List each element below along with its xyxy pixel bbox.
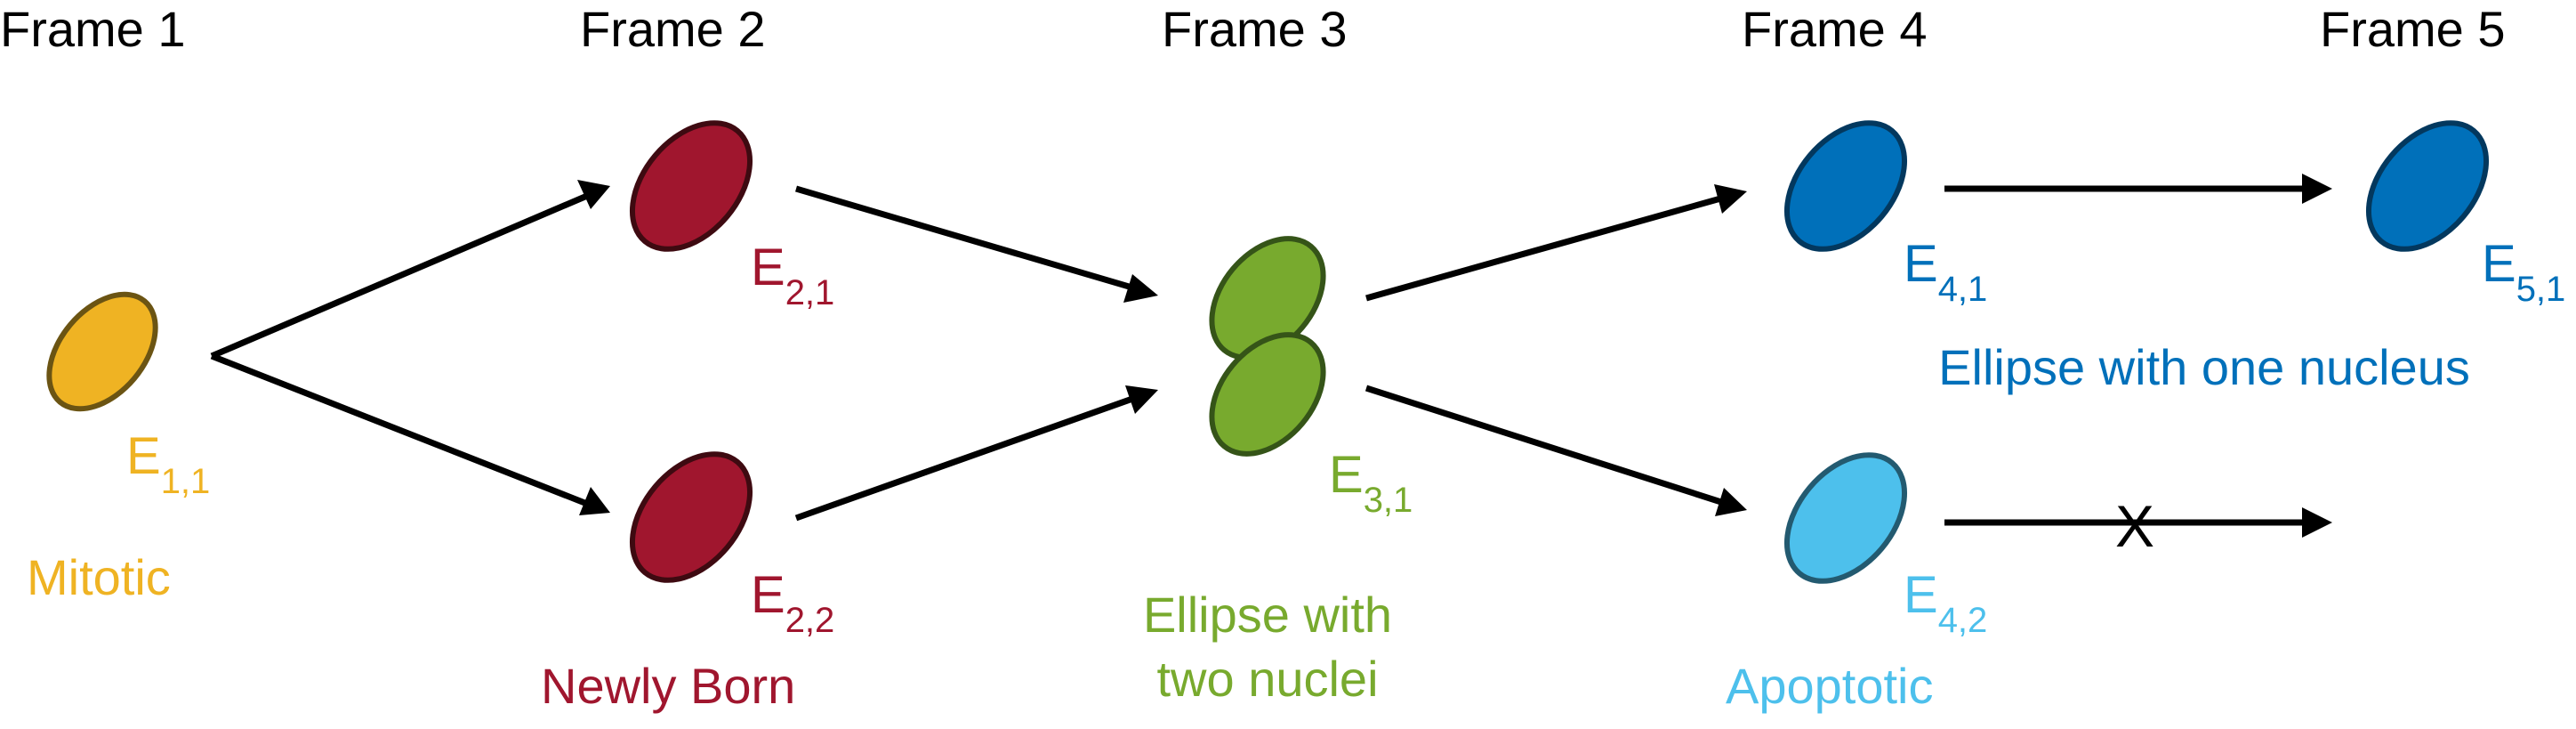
caption-one-nucleus: Ellipse with one nucleus xyxy=(1938,339,2470,395)
arrow-e11-e21 xyxy=(210,192,589,360)
arrows xyxy=(210,174,2332,538)
caption-mitotic: Mitotic xyxy=(27,549,171,605)
frame-label-4: Frame 4 xyxy=(1742,1,1928,57)
label-e21: E2,1 xyxy=(751,239,834,312)
arrow-e31-e41 xyxy=(1365,194,1725,302)
arrowhead-e42-terminated xyxy=(2302,507,2332,538)
arrowhead-e11-e22 xyxy=(579,487,610,515)
caption-two-nuclei-line1: Ellipse with xyxy=(1143,587,1392,643)
arrow-e21-e31 xyxy=(795,185,1136,292)
caption-newly-born: Newly Born xyxy=(541,658,795,714)
ellipse-e11 xyxy=(46,291,158,412)
arrowhead-e31-e42 xyxy=(1715,488,1747,516)
ellipse-e31-top xyxy=(1209,236,1326,360)
frame-label-2: Frame 2 xyxy=(580,1,766,57)
label-e22: E2,2 xyxy=(751,566,834,640)
caption-apoptotic: Apoptotic xyxy=(1726,658,1934,714)
ellipse-e42 xyxy=(1783,452,1908,584)
caption-two-nuclei-line2: two nuclei xyxy=(1156,651,1378,707)
ellipse-e31-bottom xyxy=(1209,332,1326,457)
label-e11: E1,1 xyxy=(126,427,210,501)
frame-label-1: Frame 1 xyxy=(0,1,186,57)
terminated-cross-icon: X xyxy=(2115,493,2154,559)
arrowhead-e41-e51 xyxy=(2302,174,2332,204)
frame-label-3: Frame 3 xyxy=(1162,1,1348,57)
label-e51: E5,1 xyxy=(2482,235,2565,309)
label-e41: E4,1 xyxy=(1904,235,1987,309)
ellipse-e21 xyxy=(629,120,753,252)
arrowhead-e31-e41 xyxy=(1714,184,1747,214)
arrow-e31-e42 xyxy=(1364,385,1726,506)
frame-label-5: Frame 5 xyxy=(2320,1,2506,57)
ellipse-e22 xyxy=(629,451,753,583)
arrowhead-e22-e31 xyxy=(1125,385,1158,414)
ellipse-e41 xyxy=(1783,120,1908,252)
label-e42: E4,2 xyxy=(1904,566,1987,640)
arrow-e11-e22 xyxy=(210,352,589,507)
arrow-e22-e31 xyxy=(794,394,1137,522)
arrowhead-e11-e21 xyxy=(577,180,610,209)
ellipse-e51 xyxy=(2365,120,2490,252)
arrowhead-e21-e31 xyxy=(1123,274,1158,303)
label-e31: E3,1 xyxy=(1329,446,1413,520)
